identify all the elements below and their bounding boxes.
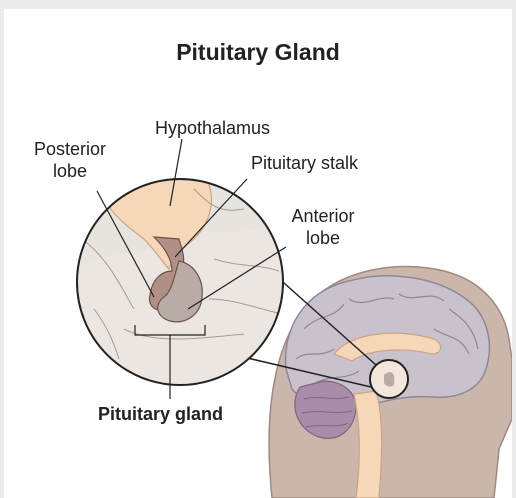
label-posterior-lobe-line2: lobe [52,161,88,181]
leader-anterior-lobe [187,246,287,310]
cerebellum [294,380,357,439]
cerebellum-folds [301,396,353,428]
corpus-callosum [333,332,442,362]
label-anterior-lobe: Anterior lobe [287,205,359,249]
brainstem [353,390,383,498]
label-posterior-lobe-line1: Posterior [33,139,107,159]
label-posterior-lobe: Posterior lobe [30,138,110,182]
leader-posterior-lobe [96,190,155,298]
label-pituitary-gland: Pituitary gland [98,404,224,424]
diagram-title: Pituitary Gland [176,39,340,65]
brain-folds [295,293,479,385]
label-anterior-lobe-line1: Anterior [291,206,355,226]
label-anterior-lobe-line2: lobe [305,228,341,248]
connector-top [265,266,377,366]
leader-hypothalamus [169,138,183,207]
pituitary-illustration [76,138,512,498]
diagram-card: Pituitary Gland Hypothalamus Posterior l… [4,9,512,498]
leader-pituitary-stalk [174,178,248,258]
label-pituitary-stalk: Pituitary stalk [251,153,359,173]
label-hypothalamus: Hypothalamus [155,118,271,138]
magnified-anatomy [77,179,283,385]
